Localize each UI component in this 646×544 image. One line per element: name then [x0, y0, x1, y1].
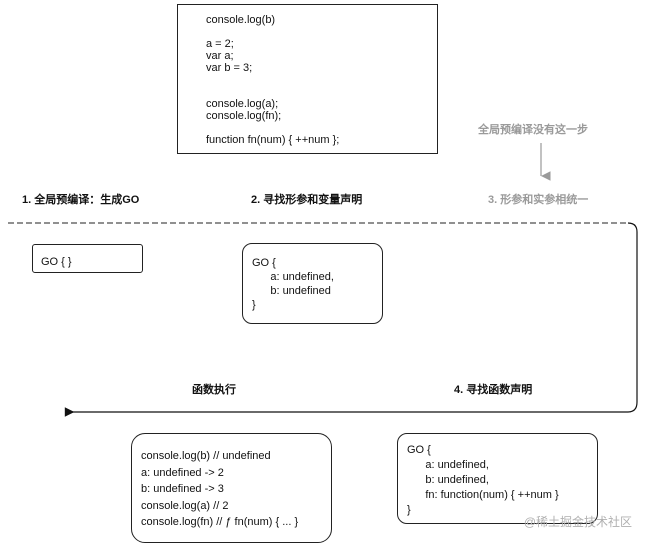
- code-line: a = 2;: [206, 38, 234, 50]
- code-line: console.log(b): [206, 14, 276, 26]
- function-execute-label: 函数执行: [192, 384, 236, 396]
- go-variables-lines: GO { a: undefined, b: undefined}: [252, 256, 382, 312]
- step-1-label: 1. 全局预编译：生成GO: [22, 194, 140, 206]
- output-line: console.log(b) // undefined: [141, 450, 271, 462]
- watermark: @稀土掘金技术社区: [523, 515, 632, 529]
- output-line: b: undefined -> 3: [141, 483, 224, 495]
- execution-output-box: console.log(b) // undefined a: undefined …: [131, 433, 332, 543]
- output-line: console.log(fn) // ƒ fn(num) { ... }: [141, 516, 299, 528]
- go-line: GO {: [407, 444, 431, 456]
- go-line: }: [252, 299, 256, 311]
- output-line: console.log(a) // 2: [141, 499, 229, 512]
- note-no-step-label: 全局预编译没有这一步: [478, 124, 588, 136]
- go-line: a: undefined,: [407, 459, 489, 471]
- go-line: GO {: [252, 257, 276, 269]
- go-line: }: [407, 504, 411, 516]
- go-empty-text: GO { }: [41, 256, 72, 268]
- output-line: a: undefined -> 2: [141, 466, 224, 479]
- step-2-label: 2. 寻找形参和变量声明: [251, 194, 363, 206]
- go-variables-box: GO { a: undefined, b: undefined}: [242, 243, 383, 324]
- execution-output-lines: console.log(b) // undefined a: undefined …: [141, 448, 331, 531]
- code-line: [206, 122, 437, 134]
- flow-curve-right: [627, 222, 638, 413]
- go-functions-box: GO { a: undefined, b: undefined, fn: fun…: [397, 433, 598, 524]
- code-line: console.log(a);: [206, 98, 279, 110]
- code-line: console.log(fn);: [206, 110, 282, 122]
- go-empty-box: GO { }: [32, 244, 143, 273]
- source-code-lines: console.log(b) a = 2;var a;var b = 3; co…: [206, 14, 437, 146]
- go-functions-lines: GO { a: undefined, b: undefined, fn: fun…: [407, 443, 597, 518]
- step-3-label: 3. 形参和实参相统一: [488, 194, 589, 206]
- go-line: b: undefined: [252, 285, 331, 297]
- step-4-label: 4. 寻找函数声明: [454, 384, 533, 396]
- go-line: fn: function(num) { ++num }: [407, 489, 559, 501]
- code-line: [206, 74, 437, 86]
- code-line: var b = 3;: [206, 62, 253, 74]
- code-line: [206, 26, 437, 38]
- code-line: [206, 86, 437, 98]
- code-line: function fn(num) { ++num };: [206, 134, 340, 146]
- go-line: a: undefined,: [252, 271, 334, 283]
- code-line: var a;: [206, 50, 234, 62]
- go-line: b: undefined,: [407, 474, 489, 486]
- source-code-box: console.log(b) a = 2;var a;var b = 3; co…: [177, 4, 438, 154]
